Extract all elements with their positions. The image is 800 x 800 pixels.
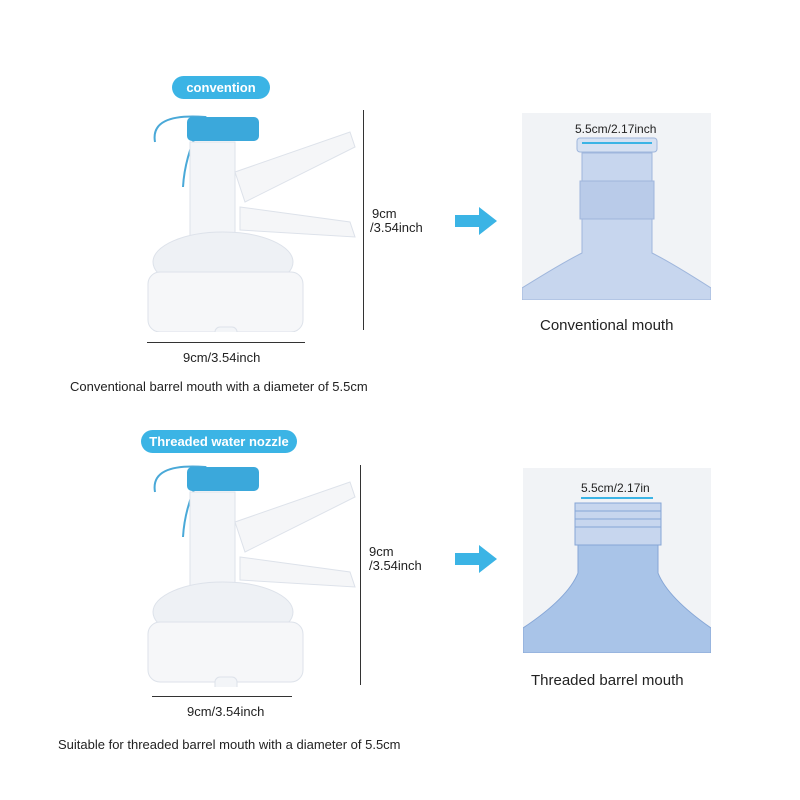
- height-dimension-line: [363, 110, 364, 330]
- caption: Conventional barrel mouth with a diamete…: [70, 379, 368, 394]
- mouth-diameter-label: 5.5cm/2.17in: [581, 481, 650, 495]
- conventional-mouth-image: 5.5cm/2.17inch: [522, 113, 711, 300]
- height-label-inch: /3.54inch: [369, 558, 422, 573]
- arrow-right-icon: [455, 545, 497, 573]
- width-label: 9cm/3.54inch: [187, 704, 265, 719]
- arrow-right-icon: [455, 207, 497, 235]
- height-label-inch: /3.54inch: [370, 220, 423, 235]
- caption: Suitable for threaded barrel mouth with …: [58, 737, 401, 752]
- mouth-diameter-label: 5.5cm/2.17inch: [575, 122, 657, 136]
- mouth-title: Threaded barrel mouth: [531, 672, 684, 689]
- convention-badge: convention: [172, 76, 270, 99]
- conventional-nozzle-image: [147, 115, 356, 332]
- width-dimension-line: [147, 342, 305, 343]
- width-label: 9cm/3.54inch: [183, 350, 261, 365]
- threaded-mouth-image: 5.5cm/2.17in: [523, 468, 711, 653]
- threaded-nozzle-image: [147, 465, 356, 687]
- height-label: 9cm: [372, 206, 397, 221]
- height-label: 9cm: [369, 544, 394, 559]
- height-dimension-line: [360, 465, 361, 685]
- width-dimension-line: [152, 696, 292, 697]
- threaded-badge: Threaded water nozzle: [141, 430, 297, 453]
- mouth-title: Conventional mouth: [540, 317, 674, 334]
